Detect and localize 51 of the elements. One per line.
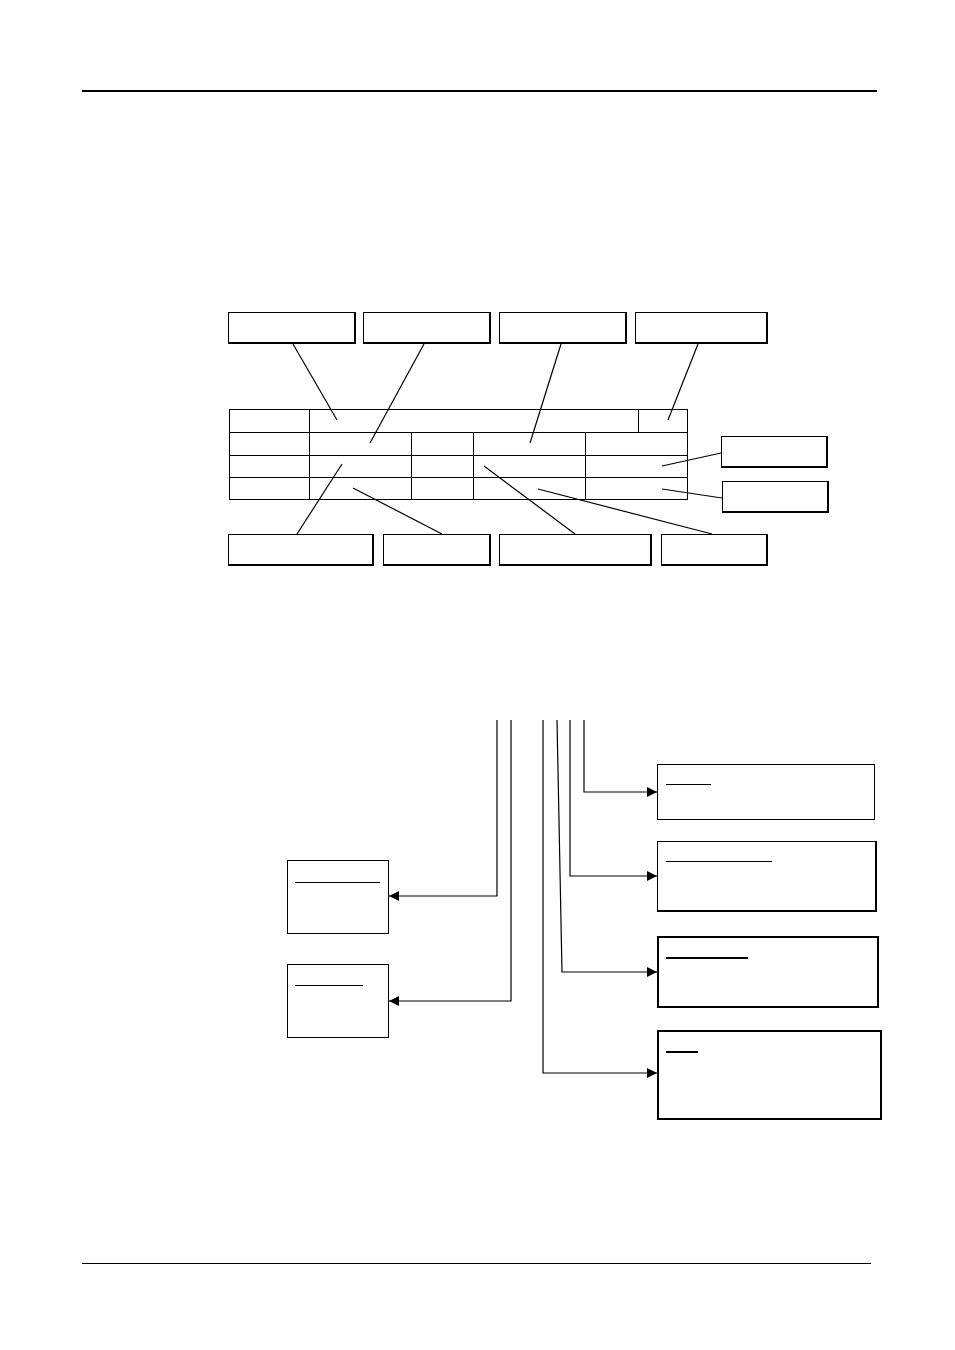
- table-cell: [585, 477, 687, 499]
- table-cell: [229, 432, 309, 455]
- arrow: [388, 719, 498, 901]
- description-box: [287, 860, 389, 934]
- callout-box: [661, 534, 768, 566]
- callout-box: [721, 436, 828, 468]
- arrow: [583, 719, 658, 797]
- leader-line: [292, 343, 338, 421]
- description-box: [657, 1030, 882, 1120]
- table-cell: [411, 477, 473, 499]
- leader-line: [296, 463, 343, 535]
- leader-line: [483, 465, 576, 535]
- leader-line: [661, 452, 722, 467]
- table-cell: [309, 409, 638, 432]
- arrow: [388, 719, 512, 1006]
- table-cell: [473, 455, 585, 477]
- callout-box: [722, 481, 829, 513]
- callout-box: [499, 534, 652, 566]
- arrow: [569, 719, 658, 881]
- arrow: [542, 719, 658, 1078]
- leader-line: [369, 343, 425, 444]
- arrow: [556, 719, 658, 977]
- callout-box: [635, 312, 768, 344]
- table-cell: [229, 455, 309, 477]
- callout-box: [228, 534, 374, 566]
- table-cell: [229, 409, 309, 432]
- table-cell: [309, 477, 411, 499]
- table-cell: [411, 455, 473, 477]
- description-box: [657, 936, 879, 1008]
- leader-line: [529, 343, 562, 444]
- callout-box: [363, 312, 491, 344]
- table-cell: [473, 432, 585, 455]
- leader-line: [667, 343, 699, 421]
- callout-box: [228, 312, 356, 344]
- table-cell: [309, 432, 411, 455]
- table-cell: [585, 432, 687, 455]
- callout-box: [383, 534, 491, 566]
- table-cell: [473, 477, 585, 499]
- table-cell: [585, 455, 687, 477]
- leader-line: [537, 488, 713, 535]
- leader-line: [661, 488, 723, 499]
- table-cell: [411, 432, 473, 455]
- callout-box: [499, 312, 627, 344]
- table-cell: [638, 409, 687, 432]
- description-box: [287, 964, 389, 1038]
- table-grid: [229, 409, 688, 500]
- leader-line: [352, 487, 443, 535]
- description-box: [657, 841, 877, 912]
- table-cell: [309, 455, 411, 477]
- table-cell: [229, 477, 309, 499]
- description-box: [657, 764, 875, 820]
